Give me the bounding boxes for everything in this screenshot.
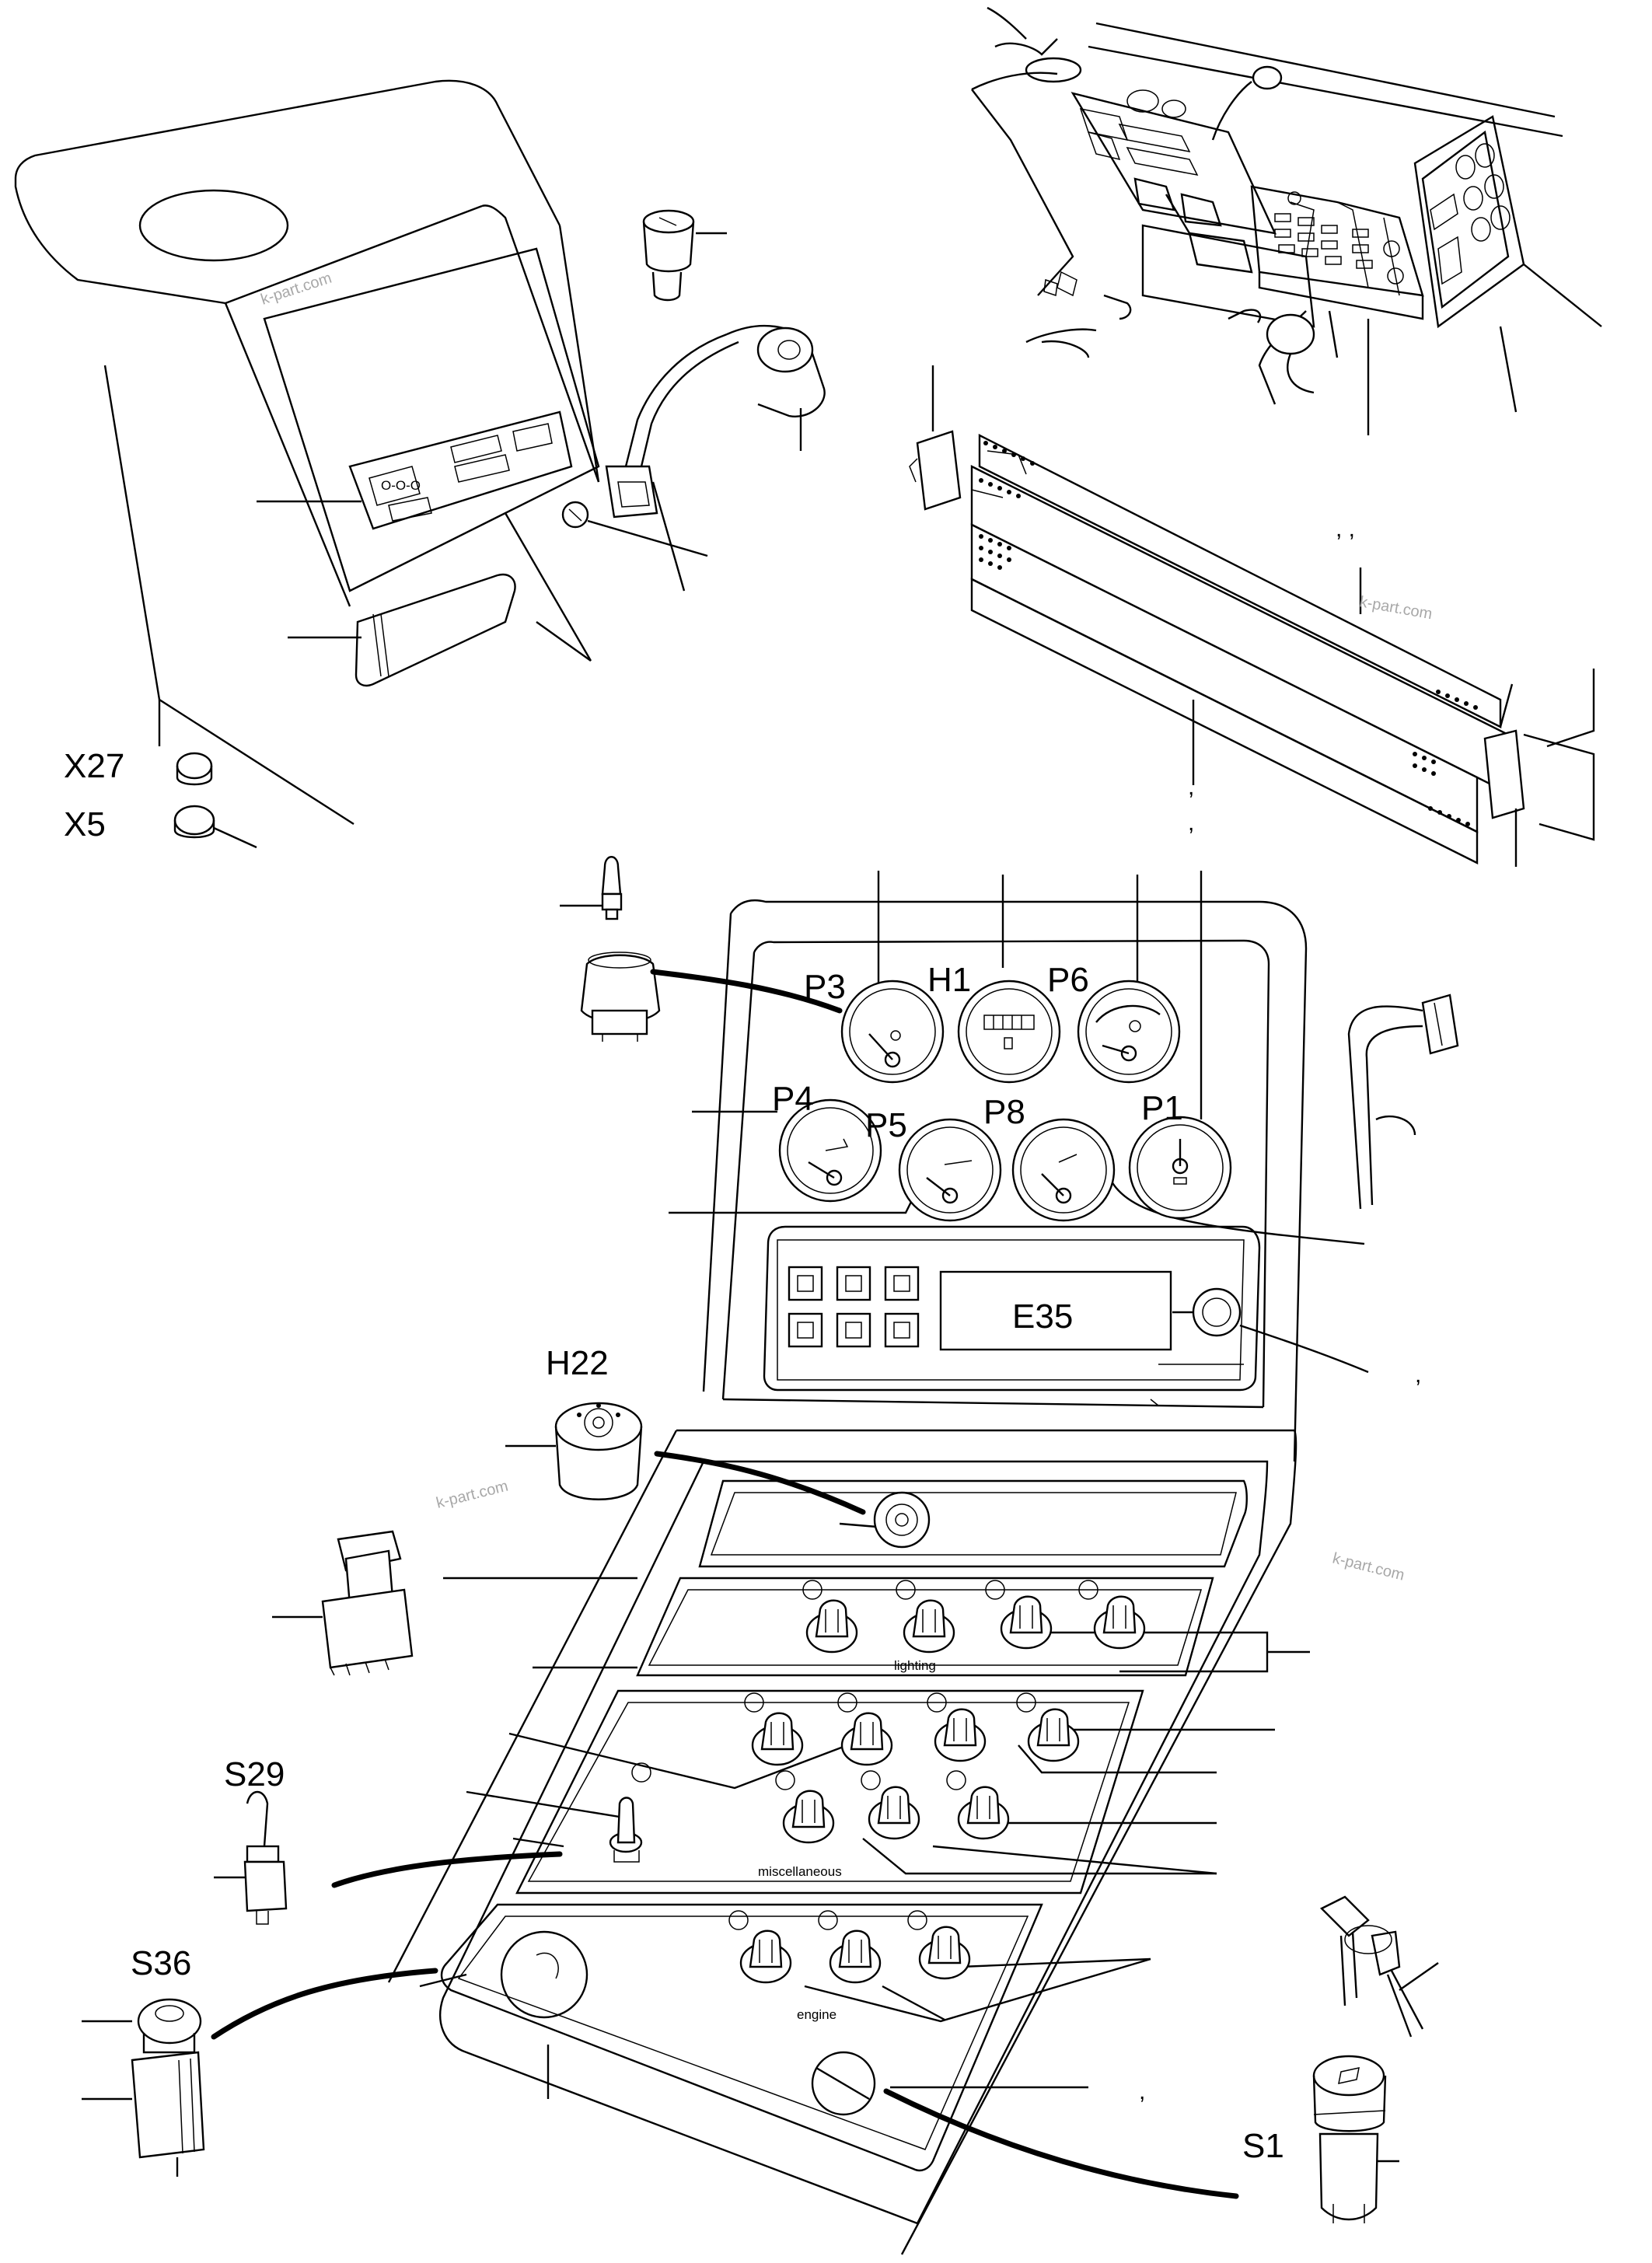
cab-dashboard: [971, 6, 1602, 435]
instrument-panel: [669, 871, 1369, 1462]
wiring-plug: [1347, 994, 1459, 1210]
knob-engine-1: [728, 1910, 792, 1984]
label-p8: P8: [983, 1093, 1025, 1131]
label-s1: S1: [1242, 2127, 1284, 2165]
callout-comma-key: ,: [1139, 2079, 1145, 2104]
bulb: [560, 856, 623, 920]
section-label-lighting: lighting: [894, 1658, 936, 1673]
radio-e35: E35 ,: [763, 1225, 1421, 1406]
gauge-p4: P4: [772, 1080, 882, 1203]
gauge-p3: P3: [804, 968, 945, 1084]
gauge-h1: H1: [927, 961, 1061, 1084]
label-e35: E35: [1012, 1297, 1073, 1336]
label-p6: P6: [1047, 961, 1089, 999]
watermark-1: k-part.com: [259, 270, 334, 309]
label-p4: P4: [772, 1080, 814, 1118]
terminal-strip: , , , ,: [909, 365, 1595, 867]
ignition-lock-panel: [811, 2051, 1239, 2199]
label-x5: X5: [64, 805, 106, 843]
callout-comma-pair: , ,: [1336, 516, 1355, 542]
emergency-stop-s36: S36: [82, 1944, 438, 2177]
knob-lighting-4: [1078, 1580, 1146, 1650]
callout-comma-2: ,: [1188, 810, 1194, 836]
callout-comma-1: ,: [1188, 774, 1194, 800]
lamp-socket: [561, 501, 708, 557]
callout-comma-radio: ,: [1415, 1362, 1421, 1388]
rotary-switch: [272, 1530, 414, 1676]
label-h22: H22: [546, 1344, 609, 1382]
section-label-miscellaneous: miscellaneous: [758, 1864, 842, 1879]
knob-misc-2: [837, 1692, 893, 1766]
console-housing: O-O-O: [14, 79, 600, 826]
knob-misc-4: [1016, 1692, 1080, 1762]
toggle-switch-panel: [609, 1762, 651, 1863]
ignition-switch-s1: S1: [1242, 2055, 1399, 2223]
work-light: [605, 324, 826, 592]
knob-misc-7: [946, 1770, 1010, 1840]
connector-x27: X27: [64, 747, 213, 786]
knob-lighting-3: [985, 1580, 1053, 1650]
label-p5: P5: [865, 1106, 907, 1144]
switch-block-a: [1274, 191, 1404, 285]
cigarette-lighter: [642, 209, 727, 302]
selector-marking: O-O-O: [381, 478, 421, 493]
knob-misc-1: [744, 1692, 804, 1766]
beacon-switch-panel: [873, 1491, 931, 1549]
knob-engine-3: [907, 1910, 971, 1980]
label-h1: H1: [927, 961, 971, 999]
keys: [1319, 1895, 1439, 2038]
beacon-h22: H22: [505, 1344, 866, 1515]
knob-misc-3: [927, 1692, 987, 1762]
watermark-2: k-part.com: [1358, 593, 1434, 623]
watermark-4: k-part.com: [1331, 1550, 1406, 1584]
label-p1: P1: [1141, 1089, 1183, 1127]
label-s29: S29: [224, 1755, 285, 1793]
gauge-p8: P8: [983, 1093, 1116, 1222]
terminal-dots: [979, 441, 1478, 826]
connector-x5: X5: [64, 805, 257, 849]
emergency-stop-recess: [500, 1930, 589, 2019]
bulb-holder: [580, 952, 843, 1042]
toggle-switch-s29: S29: [214, 1755, 563, 1925]
knob-misc-5: [775, 1770, 835, 1844]
knob-misc-6: [861, 1770, 920, 1840]
label-s36: S36: [131, 1944, 191, 1982]
label-x27: X27: [64, 747, 124, 785]
control-panel: ,: [387, 1429, 1310, 2255]
gauge-p6: P6: [1047, 961, 1181, 1084]
knob-lighting-2: [896, 1580, 955, 1654]
knob-engine-2: [818, 1910, 882, 1984]
knob-lighting-1: [802, 1580, 858, 1654]
gauge-p5: P5: [865, 1106, 1002, 1222]
watermark-3: k-part.com: [435, 1478, 510, 1512]
gauge-p1: P1: [1128, 1089, 1232, 1220]
section-label-engine: engine: [797, 2007, 836, 2022]
